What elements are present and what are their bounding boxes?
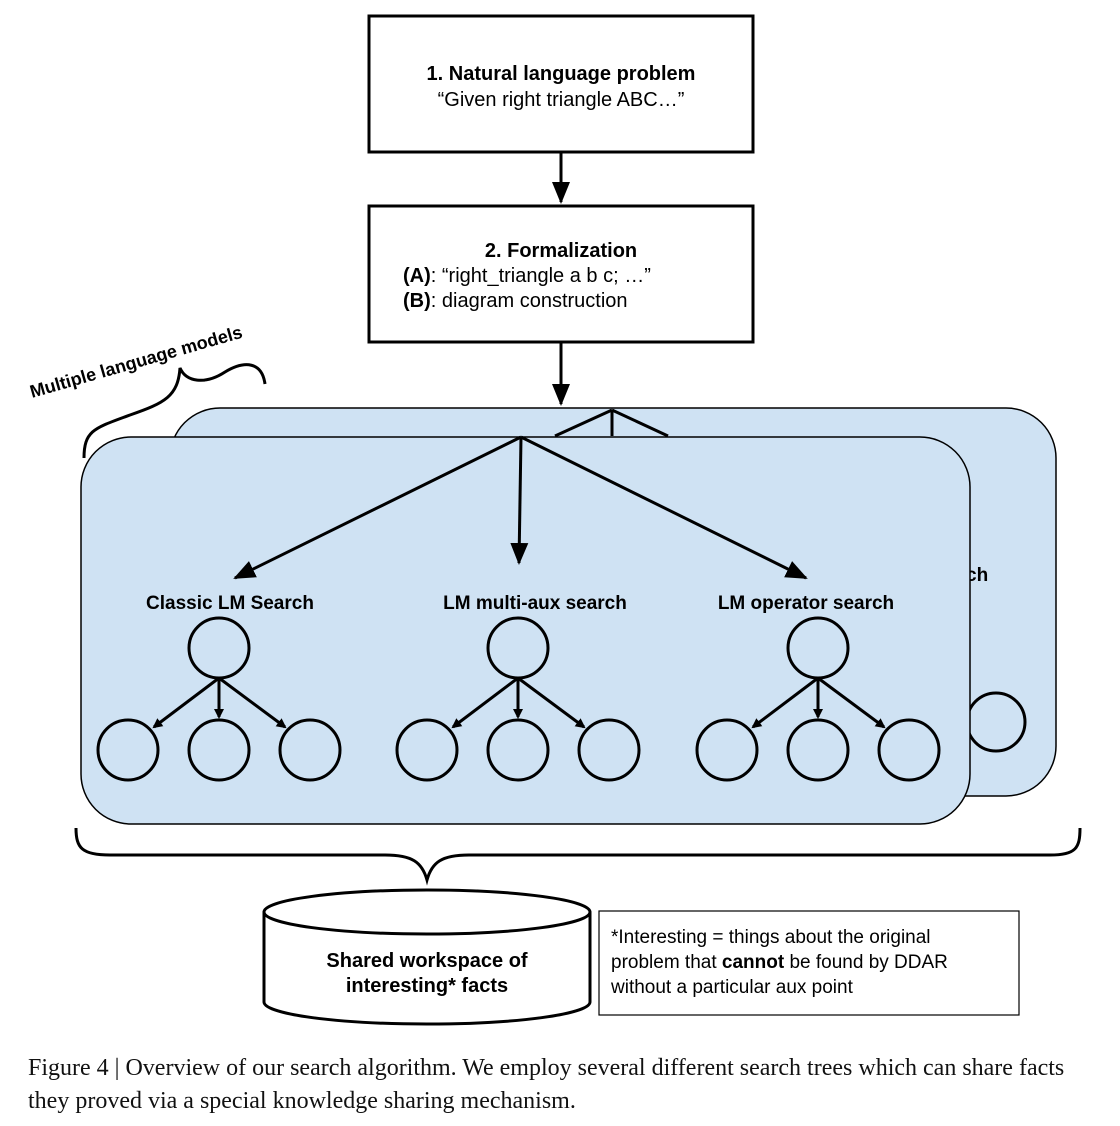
- note-line3: without a particular aux point: [610, 977, 854, 998]
- tree-child-node: [786, 718, 850, 782]
- workspace-label-line1: Shared workspace of: [326, 950, 528, 972]
- tree-edge: [517, 676, 586, 729]
- problem-box-text: “Given right triangle ABC…”: [438, 89, 685, 111]
- language-models-brace: [82, 363, 267, 459]
- formalization-line-b-text: : diagram construction: [431, 290, 628, 312]
- tree-child-node: [96, 718, 160, 782]
- back-panel-arrow: [554, 408, 613, 438]
- tree-edge: [751, 676, 819, 729]
- formalization-box: 2. Formalization (A): “right_triangle a …: [367, 204, 755, 344]
- language-models-label: Multiple language models: [28, 322, 245, 402]
- note-line2-pre: problem that: [611, 952, 722, 973]
- tree-child-node: [278, 718, 342, 782]
- formalization-line-b: (B): diagram construction: [403, 290, 628, 312]
- note-line2: problem that cannot be found by DDAR: [611, 952, 948, 973]
- back-panel-partial-label: ch: [966, 565, 988, 586]
- tree-child-node: [187, 718, 251, 782]
- formalization-line-a: (A): “right_triangle a b c; …”: [403, 265, 651, 287]
- formalization-line-a-text: : “right_triangle a b c; …”: [431, 265, 651, 287]
- search-tree-classic: [96, 616, 342, 782]
- arrow-to-operator-search: [520, 435, 808, 580]
- problem-box-title: 1. Natural language problem: [427, 63, 696, 85]
- search-label-classic: Classic LM Search: [146, 593, 314, 614]
- workspace-label-line2: interesting* facts: [346, 975, 508, 997]
- search-label-multi-aux: LM multi-aux search: [443, 593, 627, 614]
- tree-child-node: [695, 718, 759, 782]
- formalization-line-a-label: (A): [403, 265, 431, 287]
- tree-child-node: [486, 718, 550, 782]
- tree-edge: [218, 676, 287, 729]
- tree-child-node: [877, 718, 941, 782]
- tree-child-node: [395, 718, 459, 782]
- note-line1: *Interesting = things about the original: [611, 927, 931, 948]
- tree-child-node: [577, 718, 641, 782]
- note-line2-bold: cannot: [722, 952, 785, 973]
- front-search-panel: Classic LM Search LM multi-aux search LM…: [80, 435, 971, 825]
- formalization-box-title: 2. Formalization: [485, 240, 637, 262]
- search-tree-multi-aux: [395, 616, 641, 782]
- interesting-note-box: *Interesting = things about the original…: [598, 910, 1020, 1016]
- tree-edge: [451, 676, 519, 729]
- formalization-line-b-label: (B): [403, 290, 431, 312]
- tree-edge: [817, 676, 886, 729]
- search-tree-operator: [695, 616, 941, 782]
- shared-workspace-cylinder: Shared workspace of interesting* facts: [262, 888, 592, 1026]
- back-panel-arrow: [611, 408, 669, 438]
- arrow-to-multi-aux-search: [510, 436, 529, 565]
- shared-brace: [74, 827, 1082, 886]
- arrow-to-classic-search: [233, 435, 522, 580]
- search-label-operator: LM operator search: [718, 593, 894, 614]
- tree-edge: [152, 676, 220, 729]
- problem-box: 1. Natural language problem “Given right…: [367, 14, 755, 154]
- figure-caption: Figure 4 | Overview of our search algori…: [28, 1055, 1065, 1114]
- note-line2-post: be found by DDAR: [784, 952, 948, 973]
- search-overview-diagram: 1. Natural language problem “Given right…: [28, 14, 1082, 1026]
